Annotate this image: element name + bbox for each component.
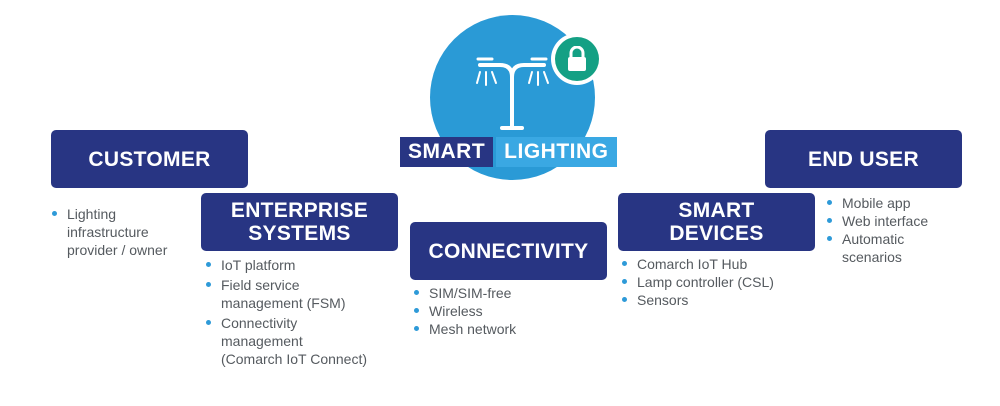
connectivity-box: CONNECTIVITY [410, 222, 607, 280]
logo-title-lighting: LIGHTING [496, 137, 617, 167]
list-item: Automatic scenarios [826, 230, 928, 266]
list-item: IoT platform [205, 256, 367, 274]
customer-title: CUSTOMER [88, 147, 211, 171]
smart-devices-title: SMART DEVICES [669, 199, 764, 245]
list-item: Comarch IoT Hub [621, 255, 774, 273]
end-user-title: END USER [808, 147, 919, 171]
list-item: SIM/SIM-free [413, 284, 516, 302]
street-lamp-icon [476, 57, 549, 130]
end-user-list: Mobile app Web interface Automatic scena… [826, 194, 928, 266]
smart-devices-box: SMART DEVICES [618, 193, 815, 251]
list-item: Lamp controller (CSL) [621, 273, 774, 291]
enterprise-systems-title: ENTERPRISE SYSTEMS [230, 199, 369, 245]
list-item: Sensors [621, 291, 774, 309]
list-item: Mesh network [413, 320, 516, 338]
connectivity-title: CONNECTIVITY [428, 239, 589, 263]
list-item: Wireless [413, 302, 516, 320]
enterprise-systems-list: IoT platform Field service management (F… [205, 256, 367, 368]
list-item: Field service management (FSM) [205, 276, 367, 312]
customer-box: CUSTOMER [51, 130, 248, 188]
list-item: Web interface [826, 212, 928, 230]
enterprise-systems-box: ENTERPRISE SYSTEMS [201, 193, 398, 251]
logo-title: SMART LIGHTING [400, 137, 617, 167]
logo-title-smart: SMART [400, 137, 494, 167]
customer-list: Lighting infrastructure provider / owner [51, 205, 167, 259]
list-item: Mobile app [826, 194, 928, 212]
end-user-box: END USER [765, 130, 962, 188]
list-item: Connectivity management (Comarch IoT Con… [205, 314, 367, 368]
list-item: Lighting infrastructure provider / owner [51, 205, 167, 259]
lock-icon [568, 46, 586, 71]
connectivity-list: SIM/SIM-free Wireless Mesh network [413, 284, 516, 338]
lock-badge [551, 33, 603, 85]
smart-devices-list: Comarch IoT Hub Lamp controller (CSL) Se… [621, 255, 774, 309]
